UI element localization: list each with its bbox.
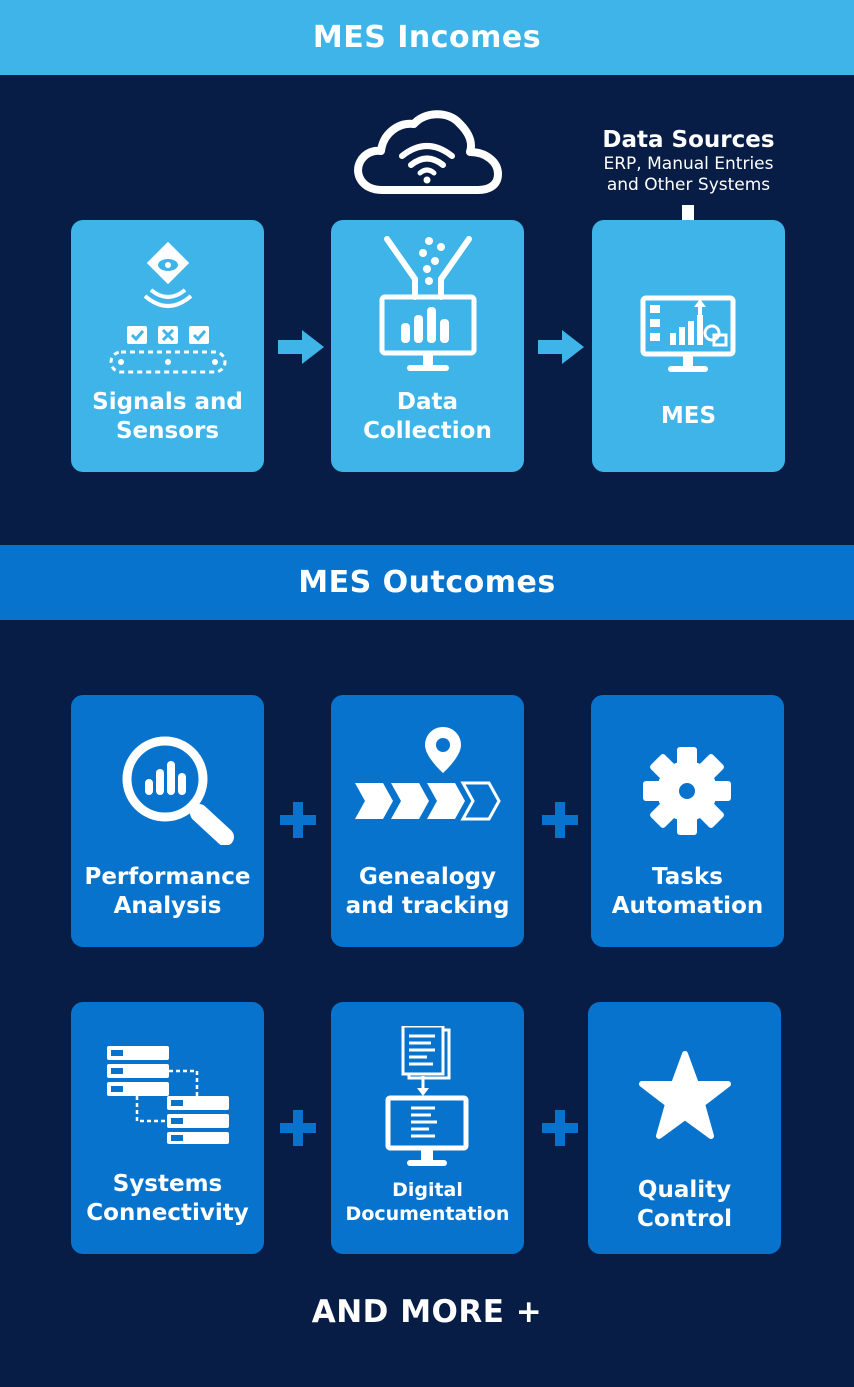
- card-label: Performance Analysis: [84, 864, 251, 919]
- right-arrow-icon: [538, 330, 584, 364]
- incomes-title: MES Incomes: [312, 20, 542, 55]
- card-signals-sensors: Signals and Sensors: [71, 220, 264, 472]
- sensor-conveyor-icon: [109, 242, 227, 374]
- incomes-header: MES Incomes: [0, 0, 854, 75]
- funnel-monitor-icon: [379, 236, 477, 371]
- dashboard-monitor-icon: [640, 295, 736, 372]
- card-label: MES: [660, 403, 717, 429]
- right-arrow-icon: [278, 330, 324, 364]
- card-digital-documentation: Digital Documentation: [331, 1002, 524, 1254]
- card-genealogy-tracking: Genealogy and tracking: [331, 695, 524, 947]
- card-systems-connectivity: Systems Connectivity: [71, 1002, 264, 1254]
- card-data-collection: Data Collection: [331, 220, 524, 472]
- location-chevrons-icon: [355, 727, 501, 821]
- card-label: Quality Control: [636, 1177, 733, 1232]
- card-quality-control: Quality Control: [588, 1002, 781, 1254]
- data-sources-note: Data Sources ERP, Manual Entries and Oth…: [592, 126, 785, 196]
- and-more-footer: AND MORE +: [311, 1294, 543, 1330]
- data-sources-subtitle: ERP, Manual Entries and Other Systems: [603, 154, 774, 195]
- star-icon: [639, 1051, 731, 1139]
- data-sources-title: Data Sources: [602, 127, 775, 153]
- gear-icon: [643, 747, 731, 835]
- card-label: Digital Documentation: [345, 1179, 510, 1225]
- card-label: Signals and Sensors: [92, 389, 243, 444]
- plus-icon: [542, 802, 578, 838]
- card-label: Data Collection: [363, 389, 492, 444]
- card-performance-analysis: Performance Analysis: [71, 695, 264, 947]
- outcomes-title: MES Outcomes: [298, 565, 556, 600]
- card-label: Tasks Automation: [611, 864, 764, 919]
- plus-icon: [280, 802, 316, 838]
- card-tasks-automation: Tasks Automation: [591, 695, 784, 947]
- plus-icon: [542, 1110, 578, 1146]
- card-label: Genealogy and tracking: [345, 864, 510, 919]
- card-label: Systems Connectivity: [86, 1171, 249, 1226]
- plus-icon: [280, 1110, 316, 1146]
- magnifier-chart-icon: [122, 736, 234, 845]
- card-mes: MES: [592, 220, 785, 472]
- servers-connected-icon: [107, 1046, 229, 1144]
- outcomes-header: MES Outcomes: [0, 545, 854, 620]
- cloud-wifi-icon: [354, 110, 502, 194]
- document-monitor-icon: [385, 1026, 469, 1166]
